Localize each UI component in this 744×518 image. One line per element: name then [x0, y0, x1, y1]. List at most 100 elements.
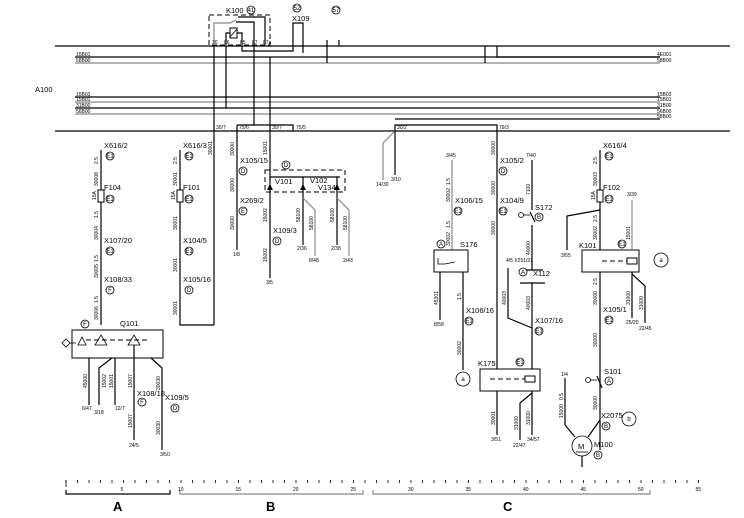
bus-tag: 30/7	[272, 125, 282, 131]
wire-code: 2.5	[94, 157, 100, 164]
connector-label: X105/16	[183, 275, 211, 284]
fuse-label: F104	[104, 183, 121, 192]
wire-code: 7100	[526, 184, 532, 195]
wire-code: 30030	[156, 421, 162, 435]
branch-30-2: 14/30 3/10	[376, 130, 401, 188]
location-badge: B	[537, 215, 541, 221]
a100-label: A100	[35, 85, 53, 94]
switch-s172: 7/40 S172 B A X112 4/5 X251/21 X107/16 E…	[502, 153, 563, 370]
x112-label: X112	[533, 269, 550, 278]
wire-code: 31000	[639, 296, 645, 310]
ref-end: 4/5 X251/21	[506, 258, 533, 264]
wire-code: 30000	[230, 216, 236, 230]
bus-labels-left: A100 15B01 58B00 15B03 15B01 31B00 56B00	[35, 52, 91, 115]
wire-code: 45301	[434, 291, 440, 305]
s101-label: S101	[604, 367, 622, 376]
connector-label: X105/2	[500, 156, 524, 165]
ref-end: 1/4	[561, 372, 568, 378]
connector-label: X616/4	[603, 141, 627, 150]
wire-code: 30001	[173, 216, 179, 230]
wire-code: 15000	[559, 404, 565, 418]
circuit-f102: X616/4 E1 F102 E1 15A 3/55 2.5 30003 2.5…	[561, 141, 627, 450]
bus-label: 56B00	[76, 109, 91, 115]
diode-pack: D V101 V102 V134 X109/3 D 15001 15002 15…	[263, 131, 353, 286]
wire-code: 58100	[343, 216, 349, 230]
location-badge: D	[501, 169, 506, 175]
wire-code: 30001	[173, 301, 179, 315]
x109-label: X109	[292, 14, 310, 23]
wire-code: 58100	[309, 216, 315, 230]
fuse-rating: 15A	[591, 190, 597, 200]
wire-code: 30004	[94, 226, 100, 240]
motor-m100: 1/4 M M100 B X2075 B b 15000 30000 0.5	[559, 372, 637, 467]
bus-label: 58B00	[76, 58, 91, 64]
wire-code: 30003	[593, 172, 599, 186]
ref-end: 6/47	[82, 406, 92, 412]
location-badge: E1	[516, 360, 524, 366]
wire-code: 2.5	[593, 278, 599, 285]
ref-end: 3/50	[160, 452, 170, 458]
s172-label: S172	[535, 203, 553, 212]
q101-label: Q101	[120, 319, 138, 328]
wire-code: 15002	[102, 374, 108, 388]
lower-bus-labels: 30/7 75/6 30/7 75/5 30/2 79/3	[216, 125, 509, 131]
switch-s176: 3/45 X106/15 E1 A S176 8/58 X106/16 E1 1…	[433, 153, 494, 370]
k175-label: K175	[478, 359, 496, 368]
connector-label: X107/20	[104, 236, 132, 245]
circuit-x105-2: X105/2 D X104/9 E1 30000 30000 30000	[491, 131, 524, 370]
location-badge: E1	[465, 319, 473, 325]
wire-code: 30008	[94, 172, 100, 186]
ref-end: 3/39	[627, 192, 637, 198]
location-badge: E1	[185, 249, 193, 255]
wire-code: 30000	[593, 396, 599, 410]
ref-end: 2/43	[343, 258, 353, 264]
wire-code: 30000	[491, 221, 497, 235]
scale-tick-label: 25	[351, 487, 357, 493]
zone-badge: 52	[294, 6, 301, 12]
group-label: B	[266, 499, 275, 514]
wire-code: 1.5	[94, 296, 100, 303]
ref-end: 14/30	[376, 182, 389, 188]
pin-label: 87	[252, 40, 258, 46]
location-badge: E1	[535, 329, 543, 335]
fuse-rating: 15A	[171, 190, 177, 200]
callout: a	[461, 377, 465, 383]
location-badge: D	[284, 163, 289, 169]
switch-s101: S101 A	[585, 367, 622, 389]
connector-x109: 52 57 X109	[292, 3, 341, 46]
location-badge: E1	[454, 209, 462, 215]
circuit-x105-15: X105/15 D X269/2 E 30000 30000 30000 1/8	[230, 131, 268, 258]
location-badge: B	[596, 453, 600, 459]
wire-code: 40000	[526, 241, 532, 255]
circuit-f104: X616/2 E1 F104 E1 15A X107/20 E1 X108/33…	[92, 141, 132, 325]
s176-label: S176	[460, 240, 478, 249]
connector-label: X109/5	[165, 393, 189, 402]
wire-code: 15002	[263, 208, 269, 222]
connector-label: X105/1	[603, 305, 627, 314]
ref-end: 8/58	[434, 322, 444, 328]
scale-tick-label: 45	[581, 487, 587, 493]
wire-code: 31000	[514, 416, 520, 430]
ref-end: 3/18	[94, 410, 104, 416]
connector-label: X104/9	[500, 196, 524, 205]
wire-code: 40003	[502, 291, 508, 305]
scale-tick-label: 5	[121, 487, 124, 493]
location-badge: E1	[106, 249, 114, 255]
location-badge: E1	[106, 197, 114, 203]
pin-label: 85	[240, 40, 246, 46]
wire-code: 30000	[230, 178, 236, 192]
wire-code: 30002	[593, 226, 599, 240]
wire-code: 30002	[457, 341, 463, 355]
bus-label: 15B01	[76, 52, 91, 58]
wire-code: 30001	[208, 141, 214, 155]
connector-label: X269/2	[240, 196, 264, 205]
bus-label: 4E001	[657, 52, 672, 58]
k100-label: K100	[226, 6, 244, 15]
wire-code: 30000	[230, 142, 236, 156]
wire-code: 31000	[526, 411, 532, 425]
ref-end: 3/51	[491, 437, 501, 443]
callout: a	[659, 258, 663, 264]
location-badge: A	[521, 270, 525, 276]
ref-end: 24/5	[129, 443, 139, 449]
wire-code: 58100	[330, 208, 336, 222]
